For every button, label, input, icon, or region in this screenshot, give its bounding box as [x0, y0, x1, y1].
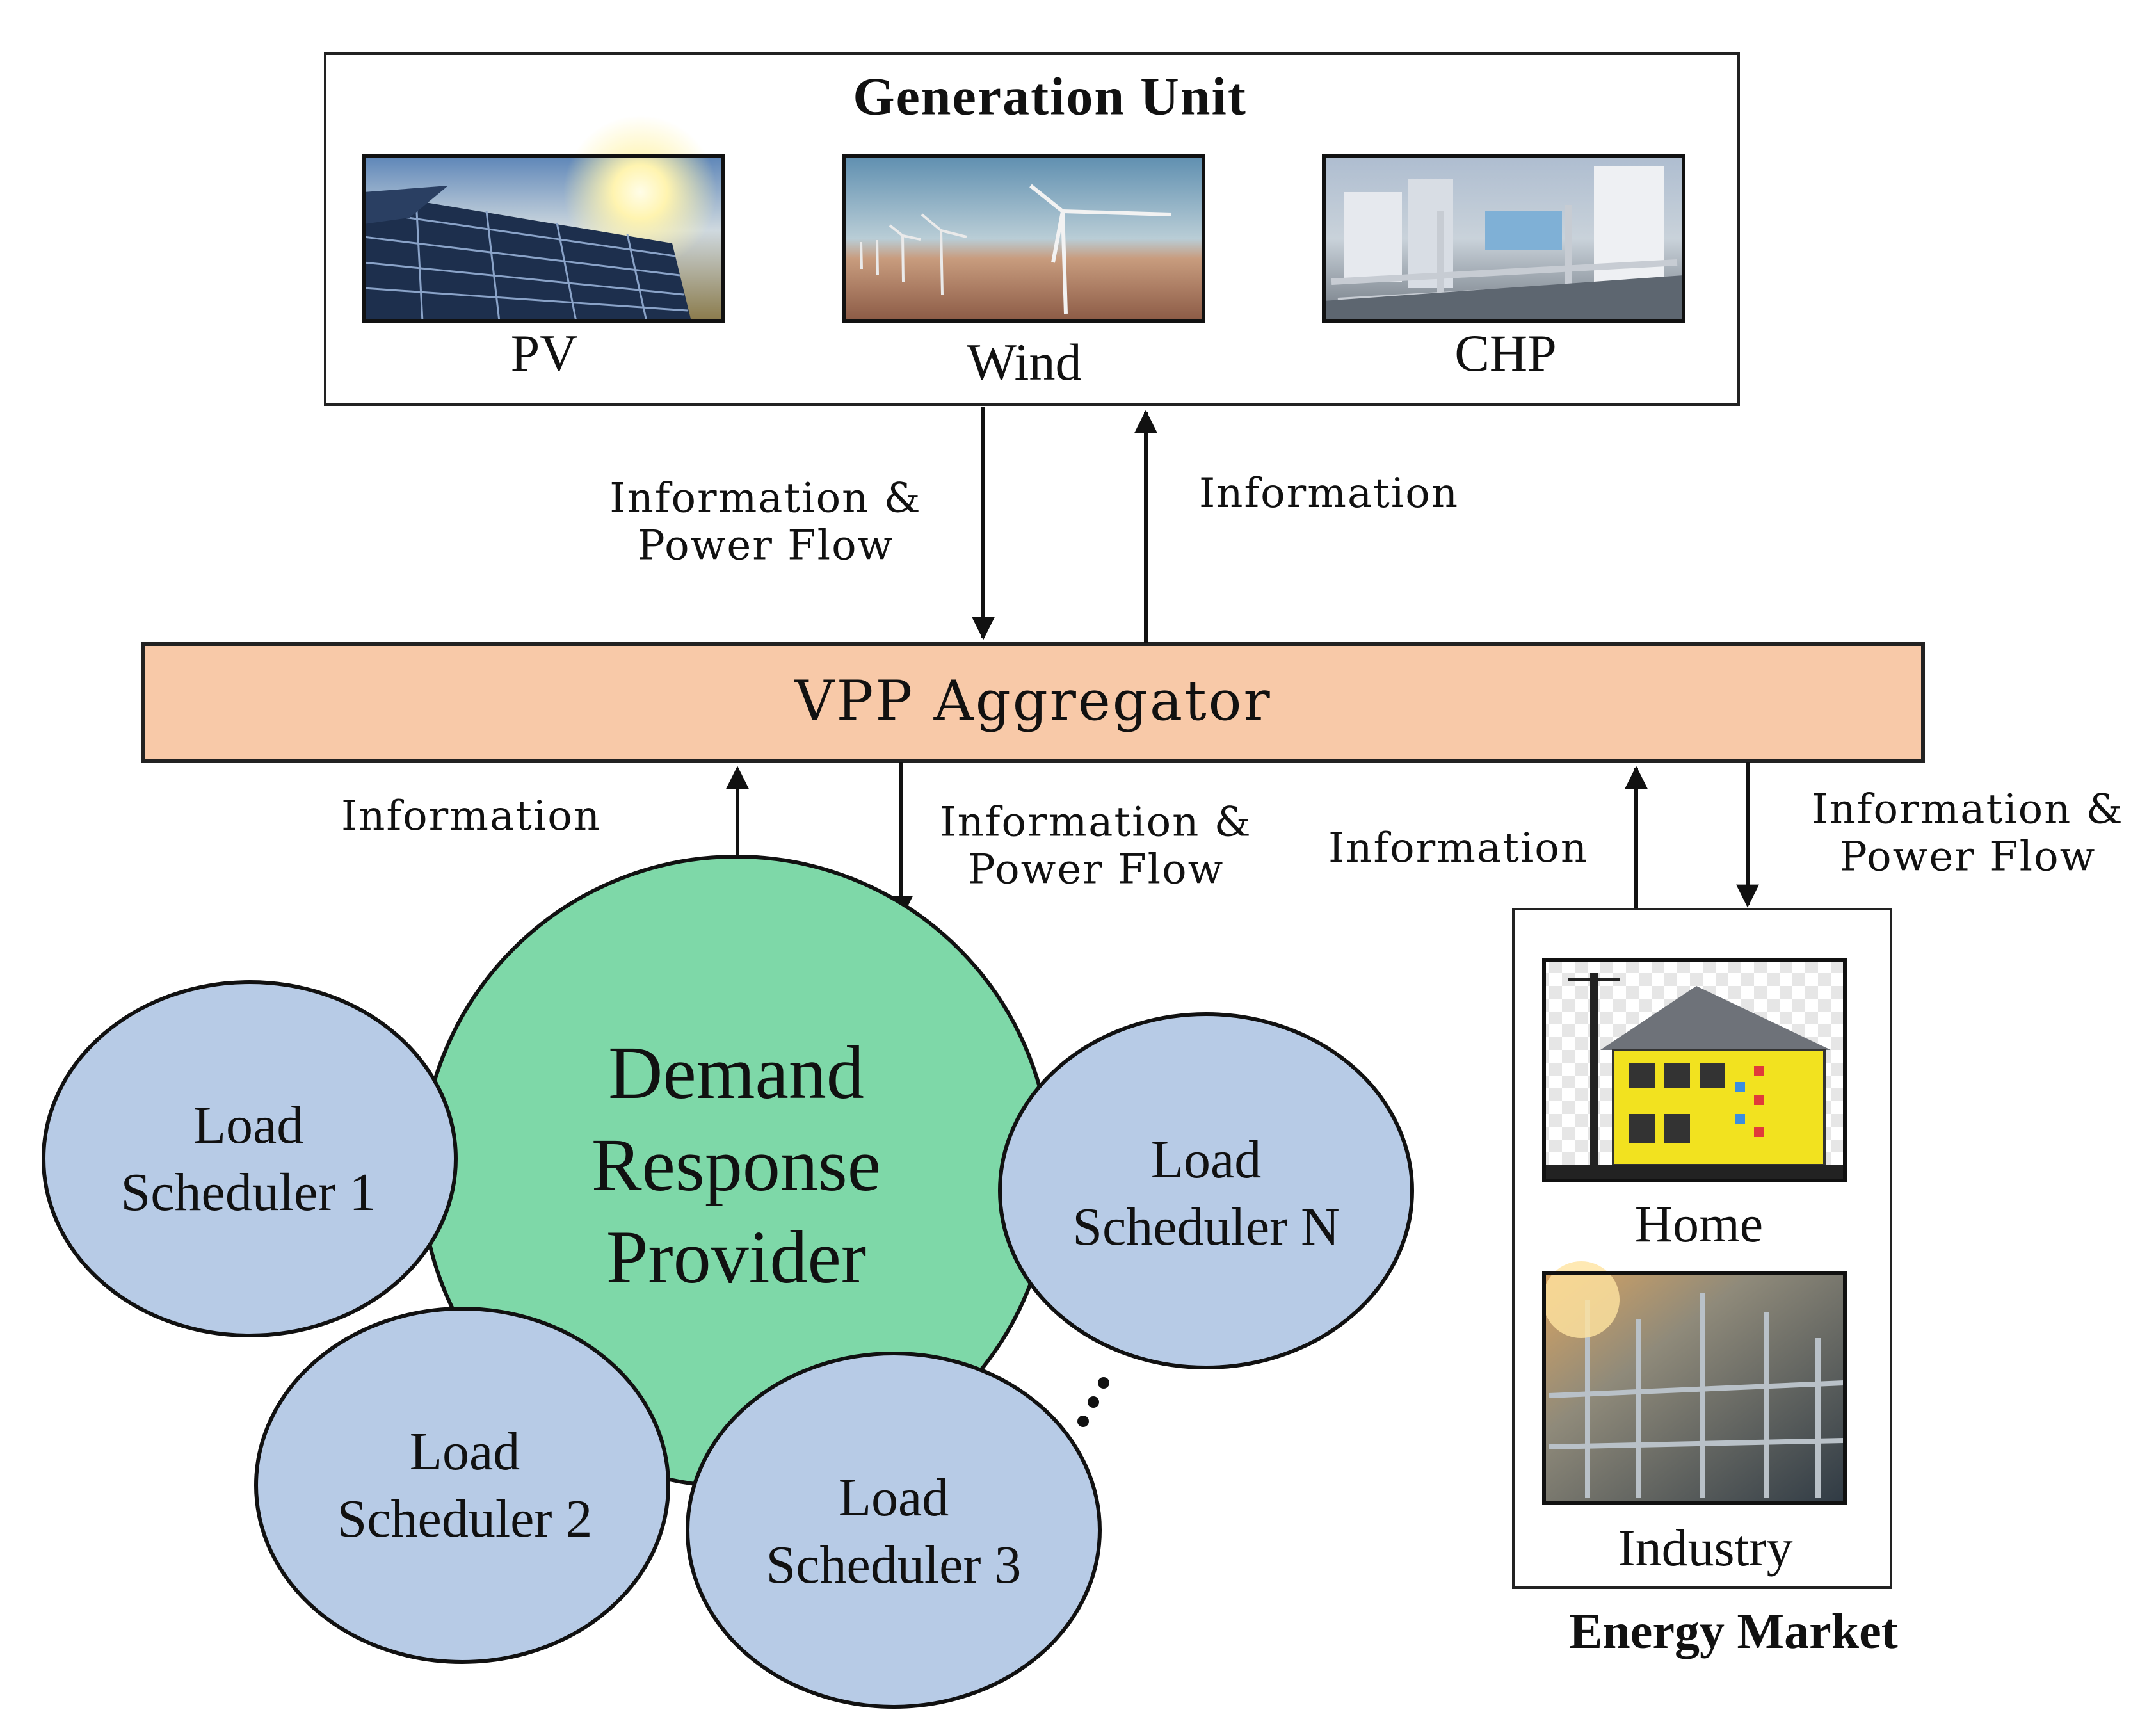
more-schedulers-dots: [1077, 1377, 1109, 1427]
generation-unit-title: Generation Unit: [853, 67, 1247, 127]
load-scheduler-1-ellipse: [42, 980, 458, 1337]
gen-up-flow-label: Information: [1198, 470, 1460, 518]
market-up-flow-label: Information: [1328, 825, 1589, 873]
demand-response-provider-label: Demand Response Provider: [591, 1031, 881, 1299]
load-scheduler-n-ellipse: [998, 1012, 1414, 1369]
solar-panel-photo: [362, 115, 725, 323]
load-scheduler-1-label: Load Scheduler 1: [120, 1095, 376, 1222]
market-down-flow-label: Information & Power Flow: [1812, 786, 2124, 880]
vpp-aggregator-label: VPP Aggregator: [794, 669, 1272, 734]
industry-label: Industry: [1618, 1518, 1793, 1577]
pv-label: PV: [510, 323, 578, 382]
refinery-photo: [1542, 1261, 1847, 1505]
load-scheduler-3-ellipse: [686, 1352, 1102, 1709]
load-scheduler-n-label: Load Scheduler N: [1072, 1130, 1340, 1257]
wind-turbine-photo: [842, 154, 1205, 323]
chp-label: CHP: [1454, 323, 1557, 382]
load-scheduler-3-label: Load Scheduler 3: [766, 1468, 1022, 1595]
drp-down-flow-label: Information & Power Flow: [940, 798, 1252, 893]
energy-market-title: Energy Market: [1569, 1603, 1898, 1659]
drp-up-flow-label: Information: [341, 793, 602, 841]
vpp-aggregator-box: [141, 642, 1925, 763]
home-label: Home: [1634, 1194, 1764, 1253]
gen-down-flow-label: Information & Power Flow: [609, 474, 922, 569]
wind-label: Wind: [967, 332, 1082, 391]
house-photo: [1542, 958, 1847, 1182]
load-scheduler-2-ellipse: [254, 1307, 670, 1664]
chp-plant-photo: [1322, 154, 1685, 323]
load-scheduler-2-label: Load Scheduler 2: [337, 1422, 593, 1549]
